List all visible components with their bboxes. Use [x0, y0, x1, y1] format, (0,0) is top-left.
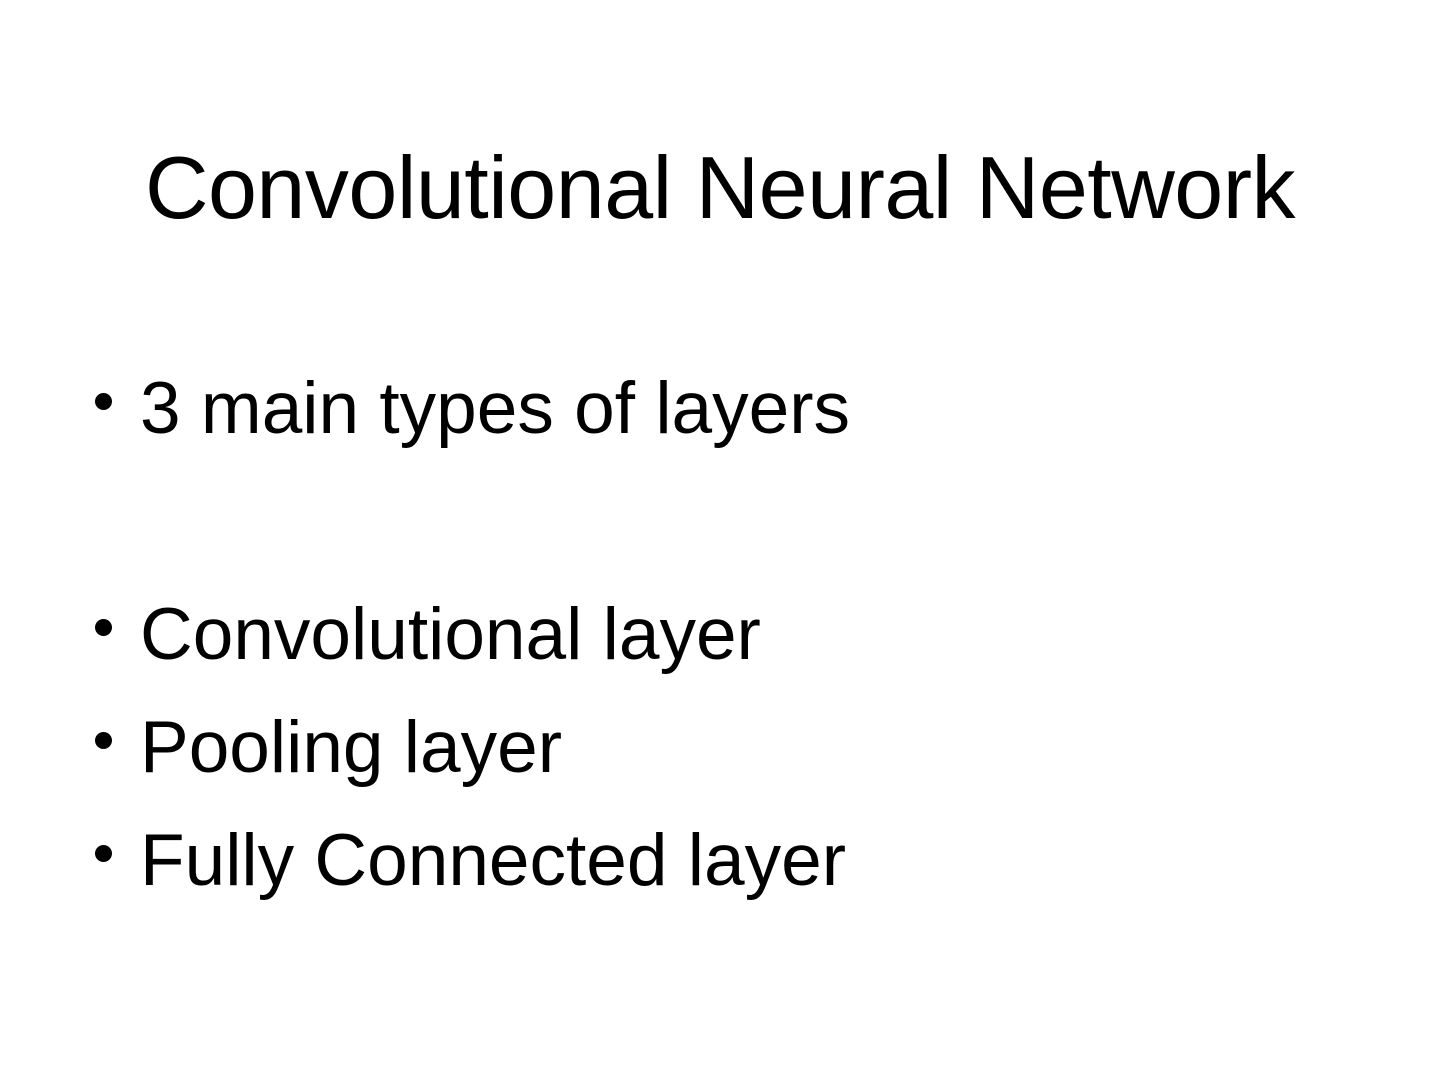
bullet-dot-icon — [95, 619, 112, 636]
bullet-dot-icon — [95, 393, 112, 410]
list-item-label: 3 main types of layers — [140, 368, 851, 449]
bullet-dot-icon — [95, 732, 112, 749]
bullet-list: 3 main types of layers Convolutional lay… — [88, 352, 1378, 917]
list-item-label: Fully Connected layer — [140, 820, 847, 901]
list-item: 3 main types of layers — [88, 352, 1378, 465]
list-item: Fully Connected layer — [88, 804, 1378, 917]
slide-content-body: 3 main types of layers Convolutional lay… — [88, 352, 1378, 917]
page-title: Convolutional Neural Network — [144, 137, 1296, 237]
list-item-label: Pooling layer — [140, 707, 563, 788]
list-item: Pooling layer — [88, 691, 1378, 804]
list-item-label: Convolutional layer — [140, 594, 761, 675]
bullet-dot-icon — [95, 845, 112, 862]
list-item: Convolutional layer — [88, 578, 1378, 691]
